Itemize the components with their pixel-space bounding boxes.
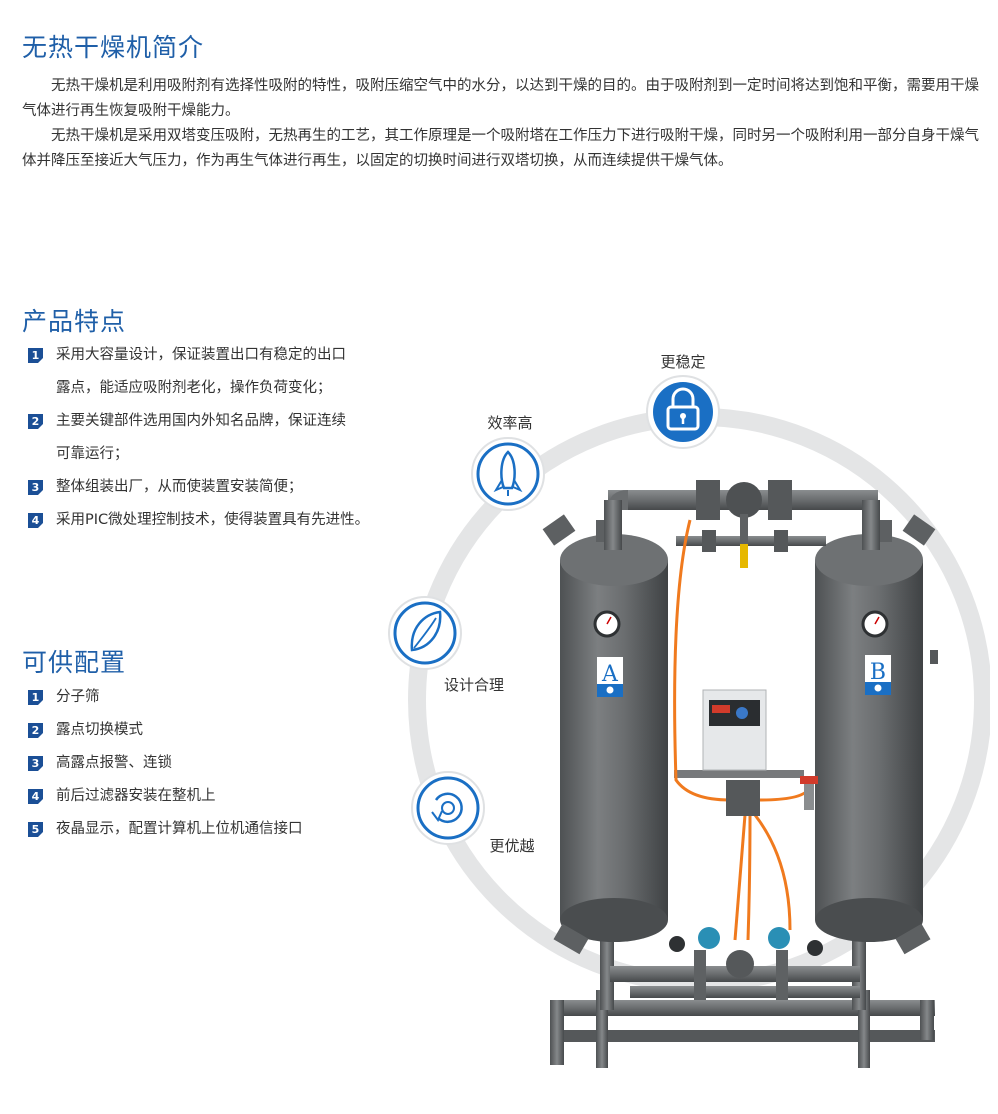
lock-icon bbox=[646, 375, 720, 449]
config-item: 2 露点切换模式 bbox=[28, 714, 388, 747]
leaf-icon bbox=[388, 596, 462, 670]
top-piping bbox=[604, 480, 880, 568]
ring-label-stable: 更稳定 bbox=[660, 353, 705, 371]
ring-label-design: 设计合理 bbox=[444, 676, 504, 694]
config-item: 5 夜晶显示，配置计算机上位机通信接口 bbox=[28, 813, 388, 846]
config-item: 1 分子筛 bbox=[28, 681, 388, 714]
feature-text: 采用大容量设计，保证装置出口有稳定的出口 bbox=[56, 347, 346, 363]
number-badge: 4 bbox=[28, 789, 43, 804]
config-text: 露点切换模式 bbox=[56, 722, 143, 738]
number-badge: 1 bbox=[28, 690, 43, 705]
pressure-gauge-b bbox=[861, 610, 889, 638]
intro-paragraph-2: 无热干燥机是采用双塔变压吸附，无热再生的工艺，其工作原理是一个吸附塔在工作压力下… bbox=[22, 128, 979, 169]
number-badge: 3 bbox=[28, 756, 43, 771]
number-badge: 5 bbox=[28, 822, 43, 837]
cycle-icon bbox=[411, 771, 485, 845]
number-badge: 2 bbox=[28, 723, 43, 738]
tower-a-label bbox=[597, 657, 623, 697]
number-badge: 1 bbox=[28, 348, 43, 363]
number-badge: 3 bbox=[28, 480, 43, 495]
feature-text: 采用PIC微处理控制技术，使得装置具有先进性。 bbox=[56, 512, 370, 528]
feature-text: 整体组装出厂，从而使装置安装简便； bbox=[56, 479, 303, 495]
tower-b-label bbox=[865, 655, 891, 695]
feature-item: 1 采用大容量设计，保证装置出口有稳定的出口 露点，能适应吸附剂老化，操作负荷变… bbox=[28, 339, 388, 405]
rocket-icon bbox=[471, 437, 545, 511]
config-text: 分子筛 bbox=[56, 689, 100, 705]
hoses bbox=[673, 519, 810, 941]
bottom-piping bbox=[610, 950, 860, 1000]
ring-label-superior: 更优越 bbox=[489, 837, 534, 855]
pressure-gauge-a bbox=[593, 610, 621, 638]
control-panel bbox=[702, 689, 818, 816]
tower-b bbox=[815, 514, 938, 955]
tower-b-letter: B bbox=[870, 660, 886, 685]
features-title: 产品特点 bbox=[22, 307, 127, 336]
config-title: 可供配置 bbox=[22, 648, 127, 677]
config-text: 夜晶显示，配置计算机上位机通信接口 bbox=[56, 821, 303, 837]
feature-item: 2 主要关键部件选用国内外知名品牌，保证连续 可靠运行； bbox=[28, 405, 388, 471]
feature-item: 3 整体组装出厂，从而使装置安装简便； bbox=[28, 471, 388, 504]
config-item: 4 前后过滤器安装在整机上 bbox=[28, 780, 388, 813]
config-text: 前后过滤器安装在整机上 bbox=[56, 788, 216, 804]
solenoid-valves bbox=[669, 927, 823, 956]
intro-paragraph-1: 无热干燥机是利用吸附剂有选择性吸附的特性，吸附压缩空气中的水分，以达到干燥的目的… bbox=[22, 78, 979, 119]
feature-text: 可靠运行； bbox=[56, 446, 129, 462]
feature-text: 露点，能适应吸附剂老化，操作负荷变化； bbox=[56, 380, 332, 396]
config-text: 高露点报警、连锁 bbox=[56, 755, 172, 771]
number-badge: 4 bbox=[28, 513, 43, 528]
config-list: 1 分子筛 2 露点切换模式 3 高露点报警、连锁 4 前后过滤器安装在整机上 … bbox=[28, 681, 388, 846]
feature-item: 4 采用PIC微处理控制技术，使得装置具有先进性。 bbox=[28, 504, 388, 537]
intro-text: 无热干燥机是利用吸附剂有选择性吸附的特性，吸附压缩空气中的水分，以达到干燥的目的… bbox=[22, 74, 982, 174]
feature-text: 主要关键部件选用国内外知名品牌，保证连续 bbox=[56, 413, 346, 429]
number-badge: 2 bbox=[28, 414, 43, 429]
tower-a bbox=[542, 514, 668, 955]
tower-a-letter: A bbox=[601, 662, 619, 687]
config-item: 3 高露点报警、连锁 bbox=[28, 747, 388, 780]
intro-title: 无热干燥机简介 bbox=[22, 33, 205, 62]
ring-label-efficient: 效率高 bbox=[487, 414, 532, 432]
dryer-illustration: A B 更稳定 效率高 设计合理 bbox=[388, 353, 990, 1068]
features-list: 1 采用大容量设计，保证装置出口有稳定的出口 露点，能适应吸附剂老化，操作负荷变… bbox=[28, 339, 388, 537]
